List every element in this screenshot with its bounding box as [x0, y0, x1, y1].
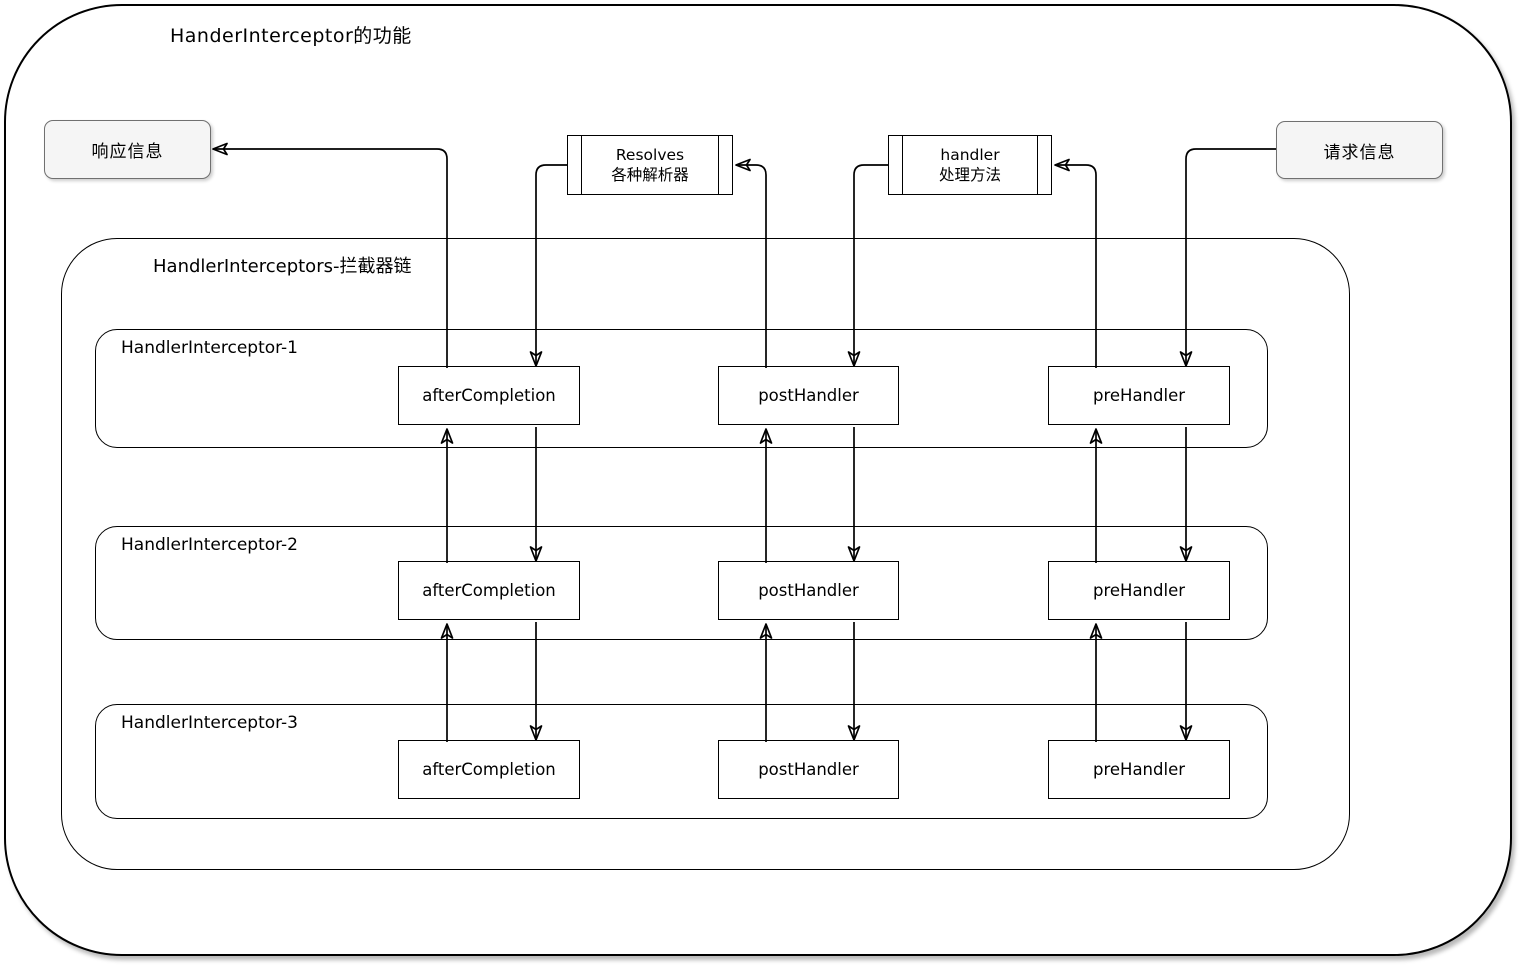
interceptor-1-label: HandlerInterceptor-1 — [121, 338, 298, 358]
prehandler-box-2: preHandler — [1048, 561, 1230, 620]
double-border-line — [1037, 136, 1038, 194]
aftercompletion-box-3: afterCompletion — [398, 740, 580, 799]
request-info-label: 请求信息 — [1323, 142, 1396, 163]
interceptor-3-container: HandlerInterceptor-3 afterCompletion pos… — [95, 704, 1268, 819]
double-border-line — [718, 136, 719, 194]
aftercompletion-box-1: afterCompletion — [398, 366, 580, 425]
handler-node-subtitle: 处理方法 — [938, 166, 1001, 184]
resolver-node: Resolves 各种解析器 — [567, 135, 733, 195]
response-info-label: 响应信息 — [91, 142, 164, 162]
interceptor-2-label: HandlerInterceptor-2 — [121, 535, 298, 555]
request-info-node: 请求信息 — [1276, 121, 1443, 179]
aftercompletion-box-2: afterCompletion — [398, 561, 580, 620]
prehandler-box-1: preHandler — [1048, 366, 1230, 425]
diagram-title: HanderInterceptor的功能 — [170, 25, 412, 47]
interceptor-chain-label: HandlerInterceptors-拦截器链 — [153, 256, 412, 277]
resolver-node-title: Resolves — [615, 145, 685, 164]
handler-node-title: handler — [940, 145, 1000, 164]
interceptor-2-container: HandlerInterceptor-2 afterCompletion pos… — [95, 526, 1268, 640]
interceptor-3-label: HandlerInterceptor-3 — [121, 713, 298, 733]
double-border-line — [581, 136, 582, 194]
posthandler-box-1: postHandler — [718, 366, 899, 425]
handler-node: handler 处理方法 — [888, 135, 1052, 195]
posthandler-box-2: postHandler — [718, 561, 899, 620]
resolver-node-subtitle: 各种解析器 — [611, 166, 689, 184]
interceptor-1-container: HandlerInterceptor-1 afterCompletion pos… — [95, 329, 1268, 448]
prehandler-box-3: preHandler — [1048, 740, 1230, 799]
interceptor-chain-container: HandlerInterceptors-拦截器链 HandlerIntercep… — [61, 238, 1350, 870]
response-info-node: 响应信息 — [44, 120, 211, 179]
double-border-line — [902, 136, 903, 194]
posthandler-box-3: postHandler — [718, 740, 899, 799]
